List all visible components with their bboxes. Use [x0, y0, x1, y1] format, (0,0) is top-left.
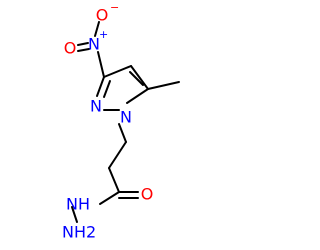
bond-nitro-n-o-top [94, 21, 100, 37]
bond-ch2-carbonyl [108, 167, 120, 193]
bond-nitro-n-o-left [77, 42, 89, 46]
bond-n1-ch2 [118, 123, 127, 143]
bond-c5-c4-double [129, 71, 144, 86]
nitro-oxygen-top: O [96, 6, 109, 25]
bond-nh-nh2 [71, 206, 78, 223]
nitro-oxygen-charge: − [110, 1, 119, 14]
bond-c-nh [99, 191, 120, 205]
nitro-oxygen-left: O [64, 39, 77, 58]
hydrazide-nh2: NH2 [62, 223, 96, 242]
bonds [71, 21, 180, 223]
ring-nitrogen-1: N [120, 108, 132, 127]
nitro-nitrogen: N [88, 35, 100, 54]
nitro-nitrogen-charge: + [99, 28, 108, 41]
bond-ch2-ch2 [108, 141, 127, 169]
bond-c5-c4 [130, 65, 149, 90]
carbonyl-oxygen: O [141, 185, 154, 204]
bond-nitro-n-o-left-double [77, 48, 90, 52]
hydrazide-nh: NH [66, 195, 90, 214]
bond-c4-c3 [103, 65, 132, 78]
chemical-structure-diagram: O − O N + N N O NH NH2 [62, 1, 180, 242]
atom-labels: O − O N + N N O NH NH2 [62, 1, 153, 242]
bond-c5-methyl [147, 81, 180, 90]
bond-c3-n2 [96, 76, 105, 97]
ring-nitrogen-2: N [90, 97, 102, 116]
bond-n1-c5 [126, 88, 149, 104]
bond-c3-nitro-n [97, 51, 105, 78]
bond-c3-n2-double [103, 80, 111, 98]
